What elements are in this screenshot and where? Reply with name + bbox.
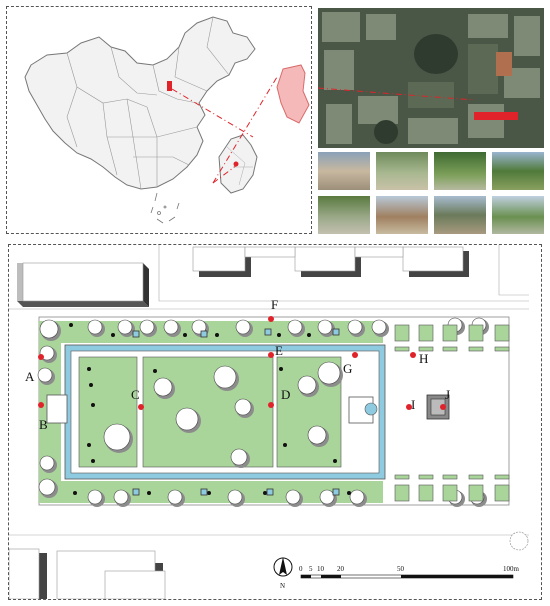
label-j: J [445,387,450,402]
china-outline [24,16,256,190]
aerial-image [318,8,544,148]
scale-5: 5 [309,565,313,573]
label-a: A [25,369,35,384]
point-e-marker [268,352,274,358]
site-location-dot [233,161,239,167]
point-a-marker [38,354,44,360]
point-b-marker [38,402,44,408]
north-label: N [280,582,285,590]
surrounding-buildings [9,245,529,599]
point-h-marker [410,352,416,358]
china-map [24,16,310,224]
label-f: F [271,297,278,312]
site-photo-grid [318,152,544,236]
scale-0: 0 [299,565,303,573]
aerial-photo [318,8,544,148]
label-c: C [131,387,140,402]
label-i: I [411,397,415,412]
point-j-marker [440,404,446,410]
beijing-marker [167,81,172,91]
site-photo-7 [434,196,486,234]
scale-20: 20 [337,565,345,573]
label-b: B [39,417,48,432]
province-boundaries [66,16,230,190]
site-plan: A B C D E F G H I J N 0 5 10 20 50 [9,245,529,599]
site-photo-3 [434,152,486,190]
china-overview-map-panel [6,6,312,234]
connector-lines [171,76,278,184]
district-highlight [276,64,310,124]
point-f-marker [268,316,274,322]
site-photo-5 [318,196,370,234]
north-arrow: N [273,557,293,590]
site-photo-6 [376,196,428,234]
east-plaza-planters [394,324,510,502]
point-c-marker [138,404,144,410]
scale-100m: 100m [503,565,520,573]
site-photo-4 [492,152,544,190]
site-plan-panel: A B C D E F G H I J N 0 5 10 20 50 [8,244,542,600]
site-photo-8 [492,196,544,234]
measurement-points [38,316,446,410]
point-d-marker [268,402,274,408]
south-sea-dashes [150,192,180,224]
scale-50: 50 [397,565,405,573]
site-photo-1 [318,152,370,190]
small-pavilions [132,328,340,496]
label-d: D [281,387,290,402]
point-labels: A B C D E F G H I J [25,297,450,432]
point-i-marker [406,404,412,410]
west-gate [46,394,68,424]
scale-bar: 0 5 10 20 50 100m [299,565,520,579]
label-h: H [419,351,428,366]
label-g: G [343,361,352,376]
site-photo-2 [376,152,428,190]
label-e: E [275,343,283,358]
aerial-site-highlight [474,112,518,120]
point-g-marker [352,352,358,358]
scale-10: 10 [317,565,325,573]
